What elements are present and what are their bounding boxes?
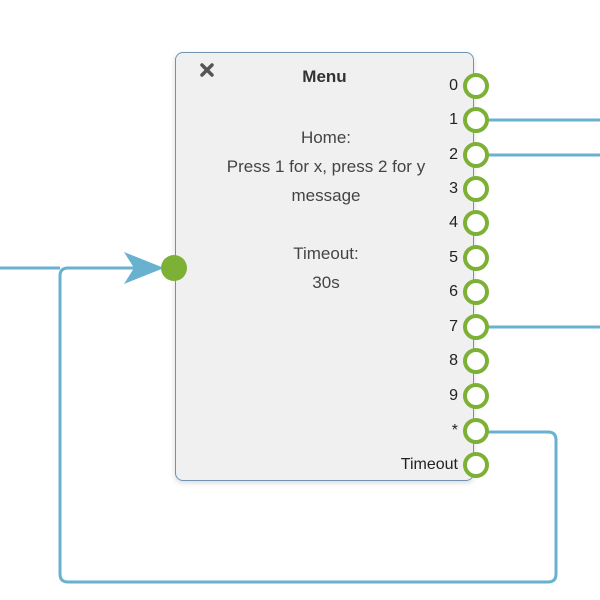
message-line: Timeout: bbox=[293, 244, 359, 263]
output-port-0[interactable] bbox=[463, 73, 489, 99]
output-port-star[interactable] bbox=[463, 418, 489, 444]
port-label-7: 7 bbox=[449, 318, 458, 335]
message-line bbox=[176, 210, 476, 239]
input-arrow-icon bbox=[124, 252, 164, 284]
port-label-0: 0 bbox=[449, 77, 458, 94]
port-label-timeout: Timeout bbox=[400, 456, 458, 473]
output-port-8[interactable] bbox=[463, 348, 489, 374]
port-label-6: 6 bbox=[449, 283, 458, 300]
output-port-4[interactable] bbox=[463, 210, 489, 236]
port-label-4: 4 bbox=[449, 214, 458, 231]
port-label-star: * bbox=[451, 422, 458, 439]
node-message: Home: Press 1 for x, press 2 for y messa… bbox=[176, 123, 476, 297]
output-port-9[interactable] bbox=[463, 383, 489, 409]
star-loop-wire[interactable] bbox=[58, 266, 558, 584]
port-label-1: 1 bbox=[449, 111, 458, 128]
output-port-5[interactable] bbox=[463, 245, 489, 271]
menu-node[interactable]: Menu Home: Press 1 for x, press 2 for y … bbox=[175, 52, 474, 481]
message-line: 30s bbox=[312, 273, 340, 292]
output-port-timeout[interactable] bbox=[463, 452, 489, 478]
port-label-9: 9 bbox=[449, 387, 458, 404]
input-port[interactable] bbox=[161, 255, 187, 281]
message-line: message bbox=[291, 186, 361, 205]
output-port-3[interactable] bbox=[463, 176, 489, 202]
message-line: Home: bbox=[300, 128, 352, 147]
close-button[interactable] bbox=[198, 61, 216, 79]
close-x-icon bbox=[200, 63, 214, 77]
node-title: Menu bbox=[302, 67, 347, 86]
output-port-7[interactable] bbox=[463, 314, 489, 340]
port-label-5: 5 bbox=[449, 249, 458, 266]
output-port-1[interactable] bbox=[463, 107, 489, 133]
port-label-8: 8 bbox=[449, 352, 458, 369]
output-port-6[interactable] bbox=[463, 279, 489, 305]
message-line: Press 1 for x, press 2 for y bbox=[226, 157, 426, 176]
output-port-2[interactable] bbox=[463, 142, 489, 168]
port-label-2: 2 bbox=[449, 146, 458, 163]
port-label-3: 3 bbox=[449, 180, 458, 197]
